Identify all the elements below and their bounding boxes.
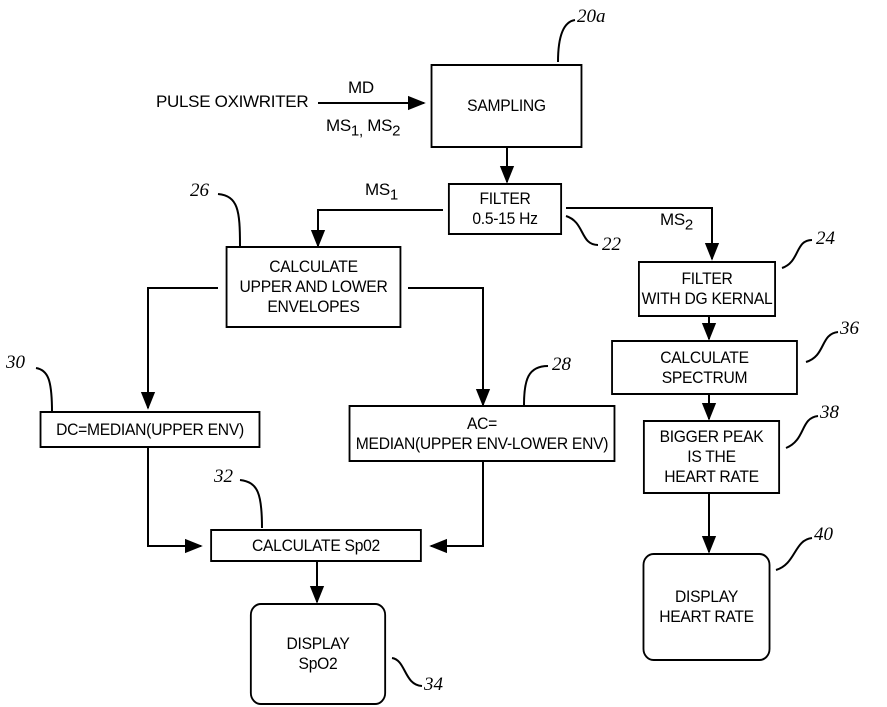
leader-28	[524, 366, 548, 405]
leader-20a	[558, 20, 575, 62]
ref-24: 24	[816, 228, 835, 250]
filter-box: FILTER0.5-15 Hz	[448, 183, 562, 235]
arrow-envelopes-to-ac	[408, 288, 483, 405]
arrow-filter-to-envelopes	[318, 210, 443, 246]
ref-40: 40	[814, 524, 833, 546]
ref-30: 30	[6, 352, 25, 374]
dc-box: DC=MEDIAN(UPPER ENV)	[40, 411, 261, 448]
ref-34: 34	[424, 674, 443, 696]
peak-box: BIGGER PEAKIS THEHEART RATE	[643, 420, 780, 494]
envelopes-box: CALCULATEUPPER AND LOWERENVELOPES	[226, 246, 402, 328]
sampling-box: SAMPLING	[431, 64, 583, 148]
branch-ms1-label: MS1	[365, 180, 398, 203]
leader-34	[392, 658, 422, 686]
ref-36: 36	[840, 318, 859, 340]
leader-32	[240, 480, 262, 528]
ref-28: 28	[552, 354, 571, 376]
spectrum-box: CALCULATESPECTRUM	[611, 340, 798, 395]
ac-box: AC=MEDIAN(UPPER ENV-LOWER ENV)	[349, 405, 616, 462]
leader-36	[806, 332, 838, 362]
source-label: PULSE OXIWRITER	[156, 92, 308, 112]
ref-22: 22	[602, 234, 621, 256]
arrow-dc-to-spo2	[148, 448, 201, 546]
arrow-ac-to-spo2	[431, 462, 483, 546]
branch-ms2-label: MS2	[660, 210, 693, 233]
display-spo2-box: DISPLAYSpO2	[250, 603, 386, 705]
arrow-envelopes-to-dc	[148, 288, 218, 408]
ref-20a: 20a	[577, 6, 606, 28]
spo2-calc-box: CALCULATE Sp02	[210, 529, 422, 562]
md-label: MD	[348, 78, 374, 98]
ref-38: 38	[820, 402, 839, 424]
leader-22	[566, 216, 598, 245]
ref-26: 26	[190, 180, 209, 202]
display-hr-box: DISPLAYHEART RATE	[643, 553, 771, 661]
ms-input-label: MS1, MS2	[326, 116, 400, 139]
leader-30	[36, 368, 52, 412]
ref-32: 32	[214, 466, 233, 488]
leader-38	[786, 416, 818, 448]
leader-26	[218, 194, 240, 246]
leader-40	[776, 538, 812, 570]
leader-24	[782, 240, 812, 268]
dg-filter-box: FILTERWITH DG KERNAL	[638, 261, 776, 317]
